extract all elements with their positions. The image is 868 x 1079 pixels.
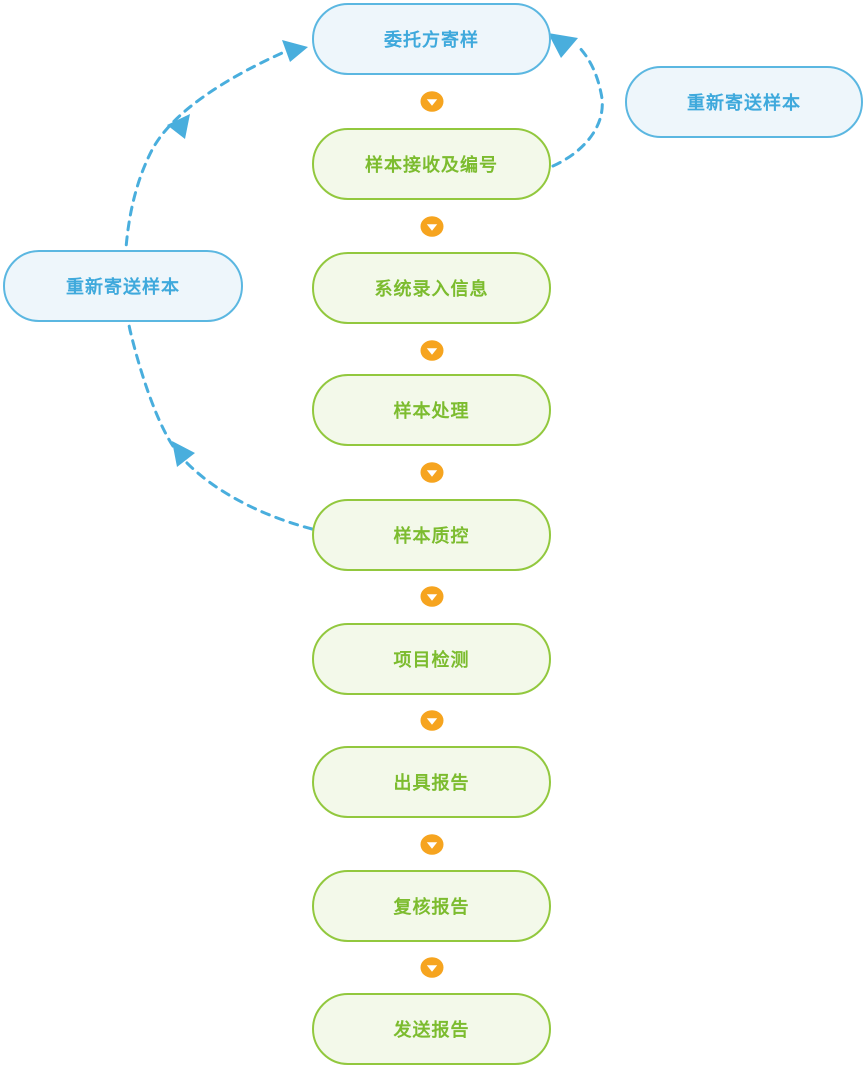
down-arrow-icon xyxy=(420,586,444,607)
node-label: 系统录入信息 xyxy=(374,279,489,299)
node-label: 出具报告 xyxy=(393,773,470,793)
node-label: 重新寄送样本 xyxy=(687,93,801,113)
down-arrow-icon xyxy=(420,216,444,237)
down-arrow-icon xyxy=(420,340,444,361)
node-label: 委托方寄样 xyxy=(384,30,479,50)
down-arrow-icon xyxy=(420,834,444,855)
arrowhead-icon-right-loop-end xyxy=(548,33,578,58)
node-label: 项目检测 xyxy=(393,650,470,670)
node-label: 样本质控 xyxy=(393,526,470,546)
arrowhead-icon-left-loop-end xyxy=(282,40,308,62)
node-label: 样本处理 xyxy=(393,401,470,421)
arrowhead-icon-left-loop-lower xyxy=(172,441,195,467)
node-label: 复核报告 xyxy=(393,897,470,917)
down-arrow-icon xyxy=(420,91,444,112)
node-system-info-entry: 系统录入信息 xyxy=(312,252,551,324)
node-client-sends-sample: 委托方寄样 xyxy=(312,3,551,75)
node-label: 发送报告 xyxy=(393,1020,470,1040)
node-resend-sample-right: 重新寄送样本 xyxy=(625,66,863,138)
node-project-testing: 项目检测 xyxy=(312,623,551,695)
node-sample-processing: 样本处理 xyxy=(312,374,551,446)
arrowhead-icon-left-loop-upper xyxy=(167,114,190,139)
node-sample-qc: 样本质控 xyxy=(312,499,551,571)
node-label: 重新寄送样本 xyxy=(66,277,180,297)
down-arrow-icon xyxy=(420,462,444,483)
node-resend-sample-left: 重新寄送样本 xyxy=(3,250,243,322)
node-send-report: 发送报告 xyxy=(312,993,551,1065)
down-arrow-icon xyxy=(420,710,444,731)
right-loop-connector xyxy=(551,43,604,168)
node-review-report: 复核报告 xyxy=(312,870,551,942)
node-sample-receiving-numbering: 样本接收及编号 xyxy=(312,128,551,200)
node-issue-report: 出具报告 xyxy=(312,746,551,818)
down-arrow-icon xyxy=(420,957,444,978)
node-label: 样本接收及编号 xyxy=(365,155,498,175)
